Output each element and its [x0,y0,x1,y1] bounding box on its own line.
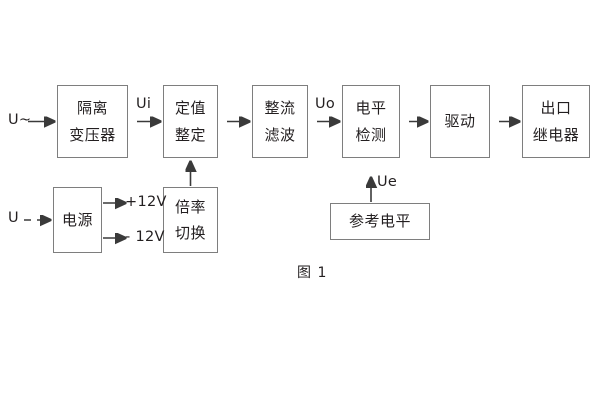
label-ui: Ui [136,96,152,112]
label-input-ac: U~ [8,112,32,128]
block-line: 滤波 [264,125,296,144]
block-drive[interactable]: 驱动 [430,85,490,158]
block-line: 切换 [174,224,206,242]
block-line: 隔离 [76,99,108,118]
block-multiplier-switch[interactable]: 倍率 切换 [163,187,218,253]
block-line: 驱动 [444,112,476,131]
label-ue: Ue [377,174,398,190]
label-supply-positive: +12V [125,194,167,210]
label-input-dc: U [8,210,19,226]
block-line: 倍率 [174,197,206,216]
block-line: 电平 [355,99,387,118]
block-setpoint-setting[interactable]: 定值 整定 [163,85,218,158]
block-line: 出口 [540,99,572,118]
block-output-relay[interactable]: 出口 继电器 [522,85,590,158]
block-rectify-filter[interactable]: 整流 滤波 [252,85,308,158]
block-level-detection[interactable]: 电平 检测 [342,85,400,158]
block-line: 检测 [355,125,387,144]
block-line: 整流 [264,99,296,118]
block-isolation-transformer[interactable]: 隔离 变压器 [57,85,128,158]
figure-caption: 图 1 [297,265,328,281]
block-line: 电源 [61,210,93,229]
label-uo: Uo [315,96,336,112]
block-line: 继电器 [532,125,580,144]
block-power-supply[interactable]: 电源 [53,187,102,253]
block-line: 定值 [174,99,206,118]
block-reference-level[interactable]: 参考电平 [330,203,430,240]
block-line: 参考电平 [348,212,411,231]
label-supply-negative: - 12V [125,229,165,245]
block-line: 整定 [174,125,206,144]
block-line: 变压器 [69,125,116,144]
